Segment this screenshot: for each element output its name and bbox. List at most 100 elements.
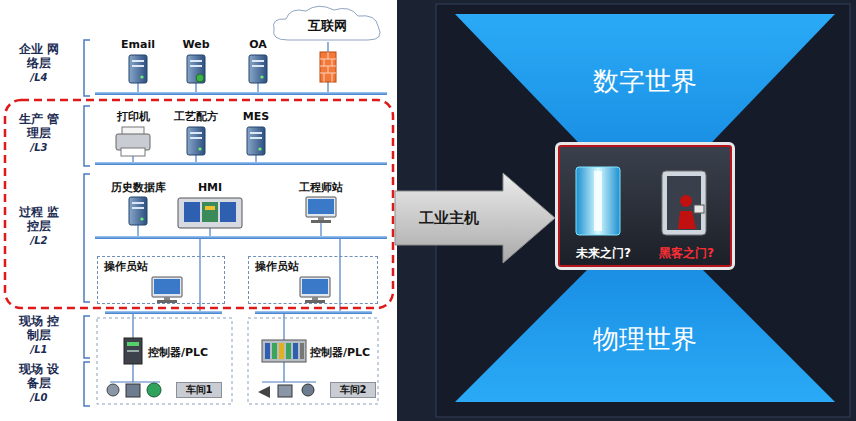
device-label: 工程师站 — [299, 181, 343, 194]
node-label: 操作员站 — [104, 260, 148, 273]
layer-code: /L2 — [31, 235, 48, 247]
bracket — [84, 316, 90, 358]
wire — [132, 156, 133, 162]
printer-tray — [121, 148, 145, 156]
node-label: 操作员站 — [255, 260, 299, 273]
rack-module — [265, 343, 270, 359]
wire — [320, 222, 321, 236]
plc-slot — [127, 350, 139, 352]
printer-icon — [116, 127, 150, 156]
bracket — [84, 174, 90, 302]
layer-code: /L1 — [31, 344, 48, 356]
plc-led — [127, 342, 139, 346]
wire — [137, 83, 138, 92]
rack-module — [300, 343, 304, 359]
layer-code: /L0 — [31, 392, 48, 404]
arrow-shape: 工业主机 — [395, 173, 555, 263]
wire — [339, 239, 340, 311]
left-panel — [0, 0, 397, 421]
actuator-icon — [258, 386, 270, 398]
layer-brackets — [84, 40, 90, 406]
layer-name: 生产 管理层 — [16, 112, 62, 140]
hmi-screen — [184, 202, 200, 222]
hmi-icon — [178, 198, 242, 228]
hacker-laptop — [694, 205, 704, 213]
device-label: 工艺配方 — [174, 110, 218, 123]
future-door — [576, 167, 620, 235]
layer-name: 现场 设备层 — [16, 362, 62, 390]
door-opening — [667, 176, 701, 230]
hacker-door — [662, 171, 706, 235]
wire — [327, 42, 328, 52]
focus-region — [5, 100, 393, 308]
wire — [195, 83, 196, 92]
firewall-body — [320, 52, 336, 82]
wire — [262, 382, 316, 383]
world-title: 物理世界 — [593, 324, 697, 355]
layer-name: 过程 监控层 — [16, 205, 62, 233]
gate-box: 未来之门?黑客之门? — [555, 142, 735, 270]
workshop-tag: 车间1 — [176, 382, 222, 398]
wire — [327, 82, 328, 92]
operator-zone: 操作员站 — [248, 256, 378, 304]
wires — [133, 42, 340, 382]
layer-code: /L3 — [31, 142, 48, 154]
rack-module — [272, 343, 277, 359]
wire — [209, 228, 210, 236]
rack-module — [293, 343, 298, 359]
wire — [199, 239, 200, 311]
node-label: 车间2 — [340, 385, 367, 395]
device-label: 控制器/PLC — [310, 346, 370, 359]
plc-icon — [124, 338, 142, 364]
bracket — [84, 40, 90, 96]
wire — [137, 225, 138, 236]
workshop-tag: 车间2 — [330, 382, 376, 398]
wire — [132, 364, 133, 382]
cloud-node: 互联网 — [268, 4, 386, 42]
device-label: 历史数据库 — [111, 181, 166, 194]
bus — [95, 236, 387, 239]
hmi-gauge — [205, 206, 215, 210]
hmi-screen — [202, 202, 218, 222]
wire — [110, 382, 160, 383]
plc-body — [124, 338, 142, 364]
node-label: 黑客之门? — [659, 246, 714, 260]
firewall-icon — [320, 52, 336, 82]
device-label: Email — [121, 38, 155, 51]
firewall-bricks — [320, 52, 336, 82]
pump-icon — [278, 385, 292, 397]
device-label: MES — [243, 110, 269, 123]
rack-body — [262, 340, 306, 362]
bus — [95, 92, 387, 95]
sensor-icon — [126, 384, 140, 397]
workshop-zone — [97, 318, 232, 404]
valve-icon — [107, 384, 119, 396]
device-label: 控制器/PLC — [148, 346, 208, 359]
layer-code: /L4 — [31, 72, 48, 84]
door-light — [594, 171, 602, 231]
arrow-shape-shape — [395, 173, 555, 263]
rack-module — [279, 343, 284, 359]
bus — [255, 311, 372, 314]
layer-name: 企业 网络层 — [16, 42, 62, 70]
device-label: 打印机 — [117, 110, 150, 123]
device-label: OA — [249, 38, 267, 51]
cloud-node-shape — [274, 6, 381, 40]
hacker-head — [680, 195, 692, 207]
plc-rack-icon — [262, 340, 306, 362]
bracket — [84, 362, 90, 406]
node-label: 车间1 — [186, 385, 213, 395]
device-label: Web — [182, 38, 209, 51]
node-label: 工业主机 — [419, 209, 479, 227]
bus — [105, 311, 222, 314]
buses — [95, 92, 387, 314]
hmi-panel — [178, 198, 242, 228]
gauge-icon — [302, 384, 314, 396]
field-devices — [107, 382, 316, 398]
motor-icon — [147, 383, 161, 397]
world-title: 数字世界 — [593, 66, 697, 97]
wire — [257, 83, 258, 92]
rack-module — [286, 343, 291, 359]
wire — [255, 155, 256, 162]
